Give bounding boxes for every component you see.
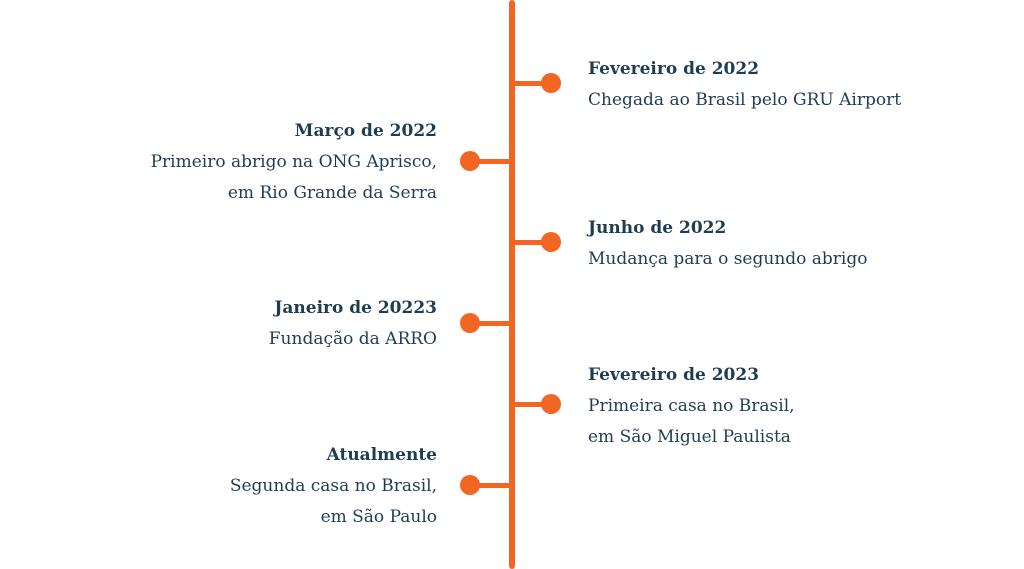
timeline-event: Janeiro de 20223 Fundação da ARRO <box>269 292 437 355</box>
event-title: Janeiro de 20223 <box>274 298 437 318</box>
event-description: Mudança para o segundo abrigo <box>588 249 868 269</box>
timeline-dot <box>460 475 480 495</box>
event-description: Primeira casa no Brasil, <box>588 396 795 416</box>
event-description: Fundação da ARRO <box>268 329 437 349</box>
timeline-dot <box>541 232 561 252</box>
timeline-dot <box>460 151 480 171</box>
event-title: Fevereiro de 2022 <box>588 59 760 79</box>
event-description: em São Miguel Paulista <box>588 427 791 447</box>
timeline-connector <box>476 321 512 326</box>
timeline-event: Março de 2022 Primeiro abrigo na ONG Apr… <box>151 115 437 209</box>
timeline-event: Fevereiro de 2023 Primeira casa no Brasi… <box>588 359 795 453</box>
timeline-dot <box>541 73 561 93</box>
event-title: Junho de 2022 <box>588 218 727 238</box>
timeline-dot <box>541 394 561 414</box>
event-description: em Rio Grande da Serra <box>227 183 437 203</box>
timeline-connector <box>512 240 548 245</box>
timeline-connector <box>512 402 548 407</box>
timeline-event: Fevereiro de 2022 Chegada ao Brasil pelo… <box>588 53 901 116</box>
event-description: Chegada ao Brasil pelo GRU Airport <box>588 90 902 110</box>
timeline-event: Atualmente Segunda casa no Brasil, em Sã… <box>230 439 437 533</box>
event-title: Fevereiro de 2023 <box>588 365 760 385</box>
timeline-event: Junho de 2022 Mudança para o segundo abr… <box>588 212 868 275</box>
timeline-connector <box>476 483 512 488</box>
event-description: Primeiro abrigo na ONG Aprisco, <box>150 152 437 172</box>
event-description: em São Paulo <box>320 507 437 527</box>
timeline-connector <box>512 81 548 86</box>
timeline-axis <box>509 0 515 569</box>
timeline-connector <box>476 159 512 164</box>
event-title: Atualmente <box>326 445 437 465</box>
event-description: Segunda casa no Brasil, <box>229 476 437 496</box>
timeline-dot <box>460 313 480 333</box>
event-title: Março de 2022 <box>294 121 437 141</box>
